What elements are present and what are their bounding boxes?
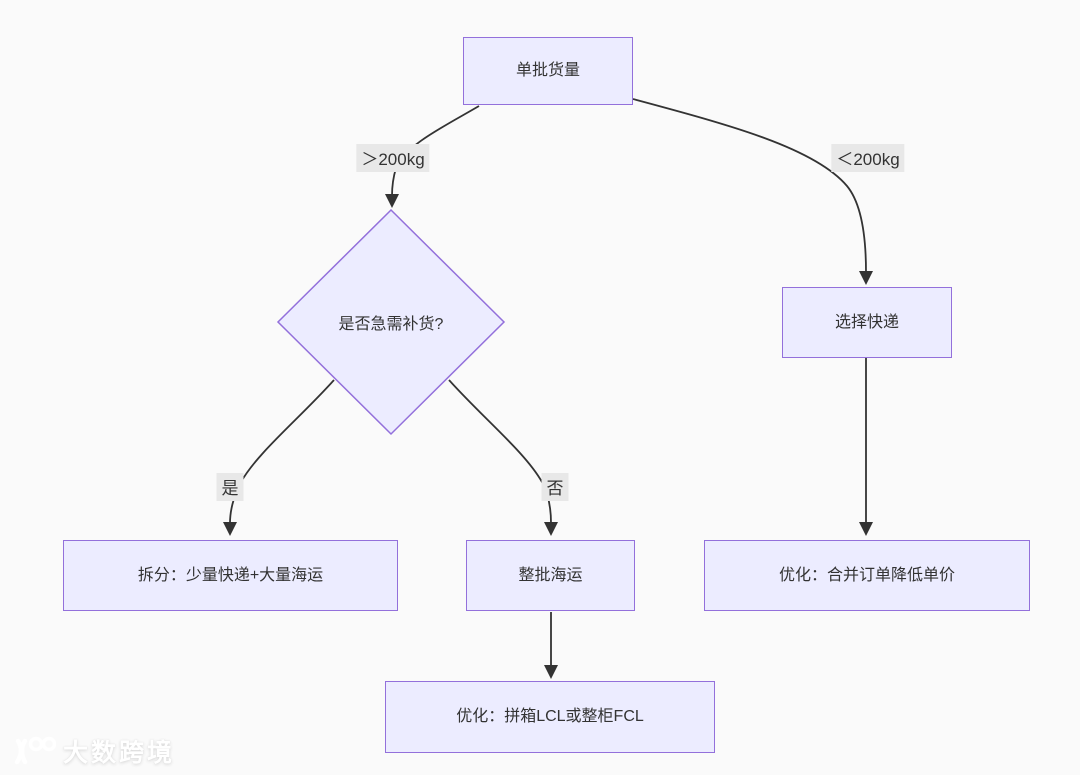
edge-label-lt-200kg: ＜200kg (831, 144, 905, 172)
arrowhead-icon (544, 665, 558, 679)
node-optimize-merge-orders-label: 优化：合并订单降低单价 (778, 566, 955, 584)
arrowhead-icon (859, 522, 873, 536)
arrowhead-icon (859, 271, 873, 285)
node-optimize-lcl-fcl-label: 优化：拼箱LCL或整柜FCL (456, 708, 644, 726)
edge-batch-to-express (632, 98, 867, 273)
arrowhead-icon (385, 194, 399, 208)
brand-100-logo-icon (14, 736, 56, 765)
node-batch-volume-label: 单批货量 (515, 62, 580, 80)
node-bulk-sea-freight-label: 整批海运 (518, 566, 583, 584)
node-batch-volume: 单批货量 (463, 37, 633, 105)
decision-diamond-shape (276, 208, 506, 436)
edge-label-no: 否 (541, 473, 569, 501)
node-urgent-restock-decision-label: 是否急需补货? (338, 316, 444, 333)
node-optimize-lcl-fcl: 优化：拼箱LCL或整柜FCL (385, 681, 715, 753)
watermark: 大数跨境 (12, 733, 175, 769)
node-bulk-sea-freight: 整批海运 (466, 540, 635, 611)
arrowhead-icon (223, 522, 237, 536)
edge-decision-to-sea (448, 379, 552, 524)
node-split-shipment-label: 拆分：少量快递+大量海运 (137, 566, 324, 584)
edge-label-yes: 是 (216, 473, 244, 501)
node-split-shipment: 拆分：少量快递+大量海运 (63, 540, 398, 611)
watermark-brand-text: 大数跨境 (63, 739, 176, 767)
node-optimize-merge-orders: 优化：合并订单降低单价 (704, 540, 1030, 611)
edge-label-gt-200kg: ＞200kg (356, 144, 430, 172)
edge-decision-to-split (229, 379, 335, 524)
node-choose-express-label: 选择快递 (834, 313, 899, 331)
arrowhead-icon (544, 522, 558, 536)
node-choose-express: 选择快递 (782, 287, 952, 358)
